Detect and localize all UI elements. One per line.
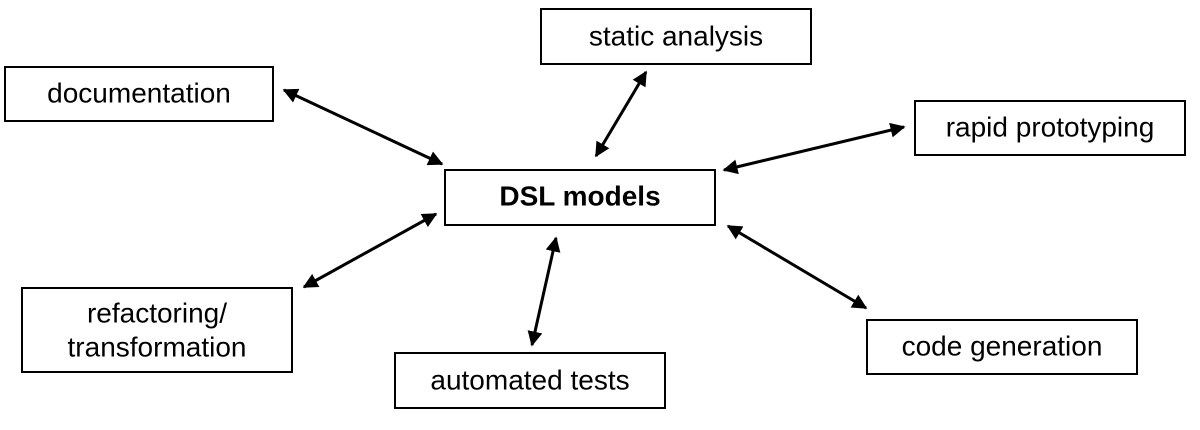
arrow-automated-tests xyxy=(527,236,561,347)
node-refactoring-label-line2: transformation xyxy=(68,331,247,362)
node-refactoring-transformation-box xyxy=(21,287,293,373)
node-dsl-models-label: DSL models xyxy=(499,180,660,211)
node-rapid-prototyping-box xyxy=(914,100,1186,156)
node-automated-tests-box xyxy=(394,352,666,409)
node-code-generation-box xyxy=(866,319,1138,375)
arrow-documentation xyxy=(282,88,444,166)
node-documentation-box xyxy=(4,66,274,122)
node-rapid-prototyping: rapid prototyping xyxy=(914,100,1186,156)
connections xyxy=(282,70,906,347)
node-static-analysis-label: static analysis xyxy=(589,20,763,51)
node-dsl-models-box xyxy=(444,169,716,226)
node-static-analysis-box xyxy=(540,8,812,65)
node-automated-tests: automated tests xyxy=(394,352,666,409)
node-code-generation: code generation xyxy=(866,319,1138,375)
node-automated-tests-label: automated tests xyxy=(430,364,629,395)
arrow-refactoring xyxy=(302,212,438,289)
node-rapid-prototyping-label: rapid prototyping xyxy=(946,111,1155,142)
arrow-code-generation xyxy=(726,224,868,310)
node-code-generation-label: code generation xyxy=(902,330,1103,361)
node-refactoring-label-line1: refactoring/ xyxy=(87,297,227,328)
node-static-analysis: static analysis xyxy=(540,8,812,65)
arrow-rapid-prototyping xyxy=(722,122,906,175)
node-documentation-label: documentation xyxy=(47,77,231,108)
arrow-static-analysis xyxy=(594,70,648,158)
node-dsl-models: DSL models xyxy=(444,169,716,226)
node-documentation: documentation xyxy=(4,66,274,122)
node-refactoring-transformation: refactoring/ transformation xyxy=(21,287,293,373)
